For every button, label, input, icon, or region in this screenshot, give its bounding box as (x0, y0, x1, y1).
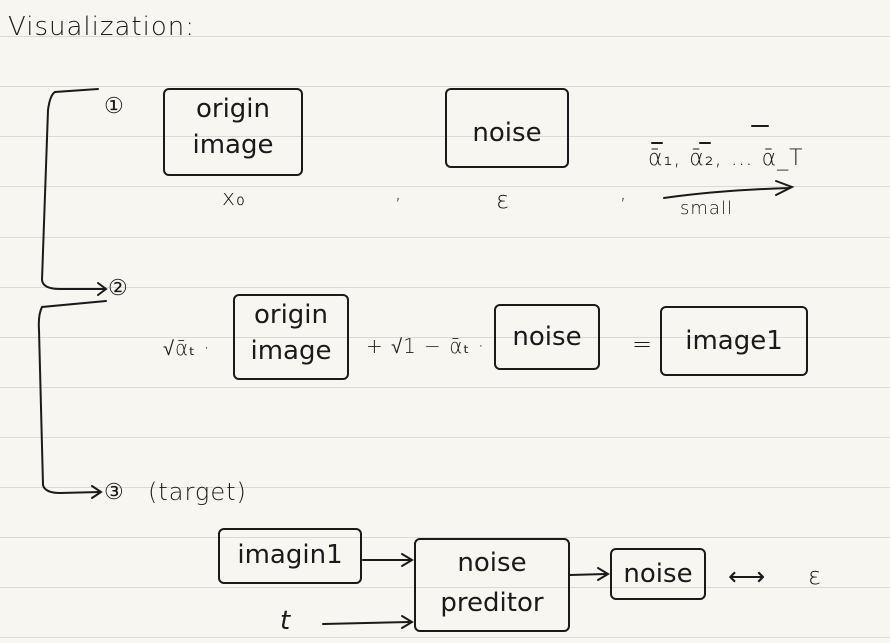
comma: , (620, 180, 628, 204)
noise-box: noise (445, 88, 569, 168)
box-line: origin (195, 94, 271, 124)
bracket-arrow-2-to-3 (37, 300, 107, 495)
origin-image-box: origin image (163, 88, 303, 176)
noise-box-2: noise (494, 304, 600, 370)
box-line: imagin1 (237, 540, 343, 570)
box-line: origin (253, 300, 329, 330)
step-1-marker: ① (104, 94, 125, 119)
coef-sqrt-one-minus-alpha: + √1 − ᾱₜ · (366, 334, 486, 358)
compare-arrow: ⟷ (728, 562, 767, 592)
comma: , (395, 180, 403, 204)
arrow-t-to-predictor (322, 621, 411, 625)
box-line: noise (512, 322, 582, 352)
target-label: (target) (148, 478, 247, 506)
origin-image-box-2: origin image (233, 294, 349, 380)
arrow-predictor-to-noise (569, 573, 607, 576)
epsilon-target: ε (808, 562, 822, 590)
coef-sqrt-alpha: √ᾱₜ · (163, 336, 211, 360)
box-line: noise (623, 559, 693, 589)
small-arrow (663, 187, 791, 199)
epsilon-label: ε (496, 186, 510, 214)
box-line: image (192, 130, 274, 160)
step-3-marker: ③ (104, 480, 125, 505)
equals-sign: = (632, 330, 654, 358)
box-line: noise (472, 118, 542, 148)
image1-box: image1 (660, 306, 808, 376)
box-line: preditor (440, 588, 544, 618)
small-label: small (680, 198, 733, 219)
box-line: image1 (685, 326, 783, 356)
box-line: image (250, 336, 332, 366)
page-title: Visualization: (8, 12, 195, 42)
step-2-marker: ② (108, 276, 129, 301)
bracket-arrow-1-to-2 (40, 88, 106, 290)
imagin1-box: imagin1 (218, 528, 362, 584)
alpha-bar-sequence: ᾱ₁, ᾱ₂, … ᾱ_T (648, 146, 804, 171)
predicted-noise-box: noise (610, 548, 706, 600)
box-line: noise (457, 548, 527, 578)
noise-predictor-box: noise preditor (414, 538, 570, 632)
t-label: t (280, 606, 292, 636)
x0-label: x₀ (222, 186, 246, 211)
